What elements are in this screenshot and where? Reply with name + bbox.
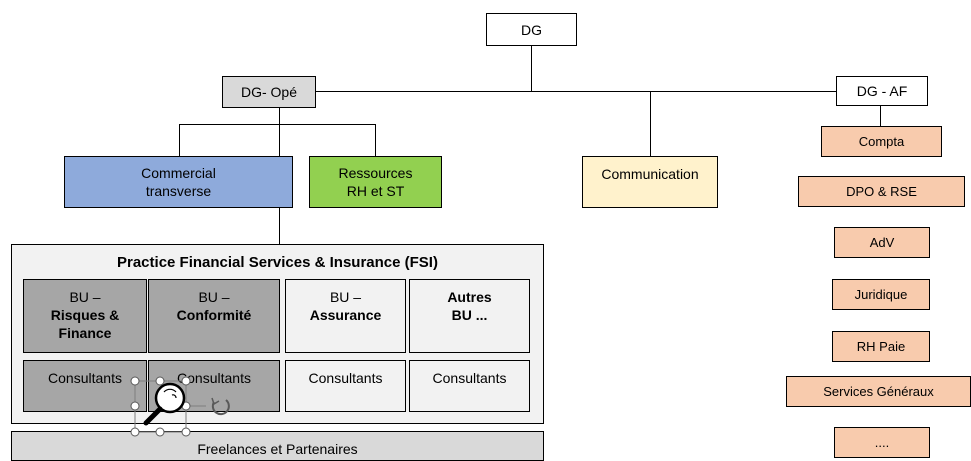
consultants-label: Consultants — [432, 370, 507, 386]
bu-name: Conformité — [176, 307, 252, 323]
af-unit-label: Services Généraux — [823, 383, 934, 399]
connector-ressources — [375, 124, 376, 156]
consultants-autres[interactable]: Consultants — [409, 360, 530, 412]
bu-name: Assurance — [309, 307, 382, 323]
practice-fsi-title: Practice Financial Services & Insurance … — [117, 254, 438, 271]
magnifier-icon[interactable] — [143, 382, 186, 426]
connector-dgaf-down — [880, 106, 881, 126]
resize-handle[interactable] — [130, 376, 191, 437]
af-unit-label: AdV — [869, 234, 895, 250]
dg-ope-label: DG- Opé — [240, 84, 297, 100]
af-unit-services-generaux[interactable]: Services Généraux — [786, 376, 971, 407]
consultants-label: Consultants — [48, 370, 122, 386]
communication-box[interactable]: Communication — [582, 156, 718, 208]
connector-communication — [650, 91, 651, 156]
bu-risques-finance[interactable]: BU – Risques & Finance — [23, 279, 147, 353]
af-unit-label: Juridique — [854, 286, 908, 302]
communication-label: Communication — [601, 166, 699, 182]
bu-autres[interactable]: Autres BU ... — [409, 279, 530, 353]
bu-conformite[interactable]: BU – Conformité — [148, 279, 280, 353]
consultants-label: Consultants — [308, 370, 383, 386]
af-unit-juridique[interactable]: Juridique — [832, 279, 930, 310]
rotate-handle-icon[interactable] — [211, 397, 230, 416]
af-unit-label: RH Paie — [856, 338, 906, 354]
dg-ope-box[interactable]: DG- Opé — [222, 76, 316, 108]
commercial-transverse-label: Commercial transverse — [141, 165, 216, 199]
bu-prefix: BU – — [198, 289, 230, 305]
connector-commercial — [179, 124, 180, 156]
af-unit-dpo-rse[interactable]: DPO & RSE — [798, 176, 965, 207]
ressources-label: Ressources RH et ST — [338, 165, 413, 199]
bu-name: Autres BU ... — [447, 289, 492, 323]
consultants-label: Consultants — [177, 370, 251, 386]
dg-af-box[interactable]: DG - AF — [836, 76, 928, 106]
af-unit-label: Compta — [858, 133, 905, 149]
af-unit-compta[interactable]: Compta — [821, 126, 942, 157]
ressources-box[interactable]: Ressources RH et ST — [309, 156, 442, 208]
connector-branch-horizontal — [179, 124, 376, 125]
consultants-risques-finance[interactable]: Consultants — [23, 360, 147, 412]
bu-prefix: BU – — [69, 289, 101, 305]
bu-name: Risques & Finance — [50, 307, 120, 341]
bu-prefix: BU – — [329, 289, 362, 305]
af-unit-rh-paie[interactable]: RH Paie — [832, 331, 930, 362]
connector-top-horizontal — [316, 91, 837, 92]
dg-af-label: DG - AF — [856, 83, 908, 99]
dg-label: DG — [521, 21, 542, 38]
bu-assurance[interactable]: BU – Assurance — [285, 279, 406, 353]
af-unit-label: DPO & RSE — [846, 183, 917, 199]
af-unit-label: .... — [874, 434, 890, 450]
commercial-transverse-box[interactable]: Commercial transverse — [64, 156, 293, 208]
consultants-assurance[interactable]: Consultants — [285, 360, 406, 412]
freelances-label: Freelances et Partenaires — [197, 441, 358, 457]
connector-dg-down — [531, 45, 532, 92]
af-unit-adv[interactable]: AdV — [834, 227, 930, 258]
dg-box[interactable]: DG — [486, 13, 577, 46]
